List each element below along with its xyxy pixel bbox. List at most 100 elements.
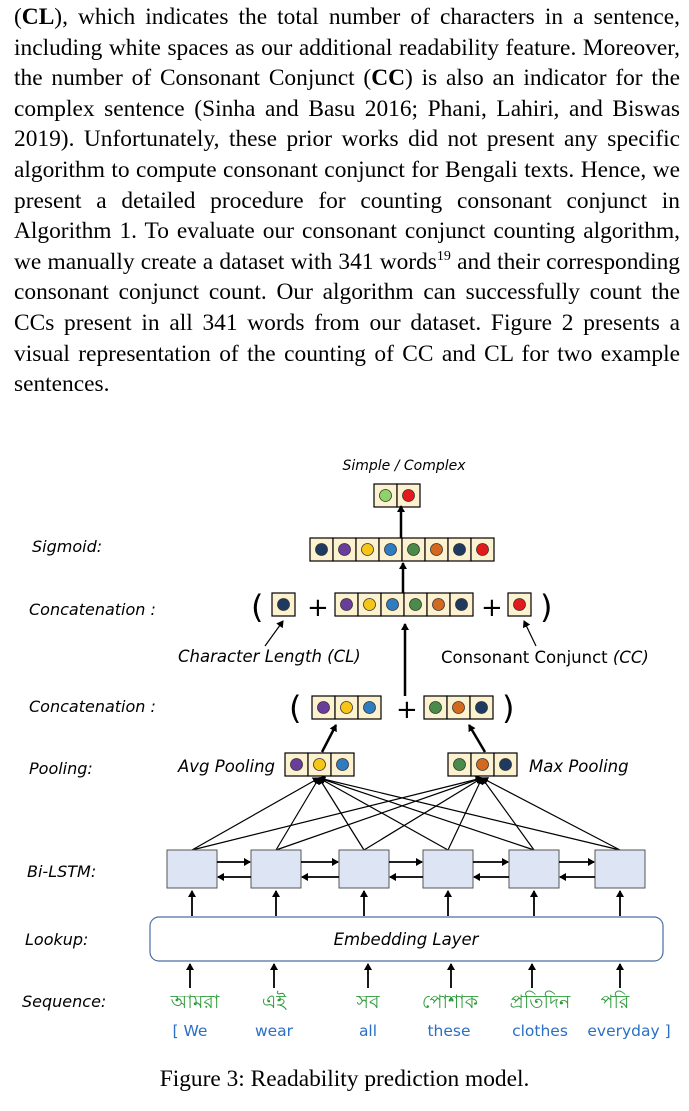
- light_green-dot: [379, 489, 392, 502]
- right-paren-top: ): [540, 588, 552, 626]
- to-max-line: [447, 777, 484, 851]
- bengali-word: পরি: [601, 991, 630, 1013]
- embedding-layer-label: Embedding Layer: [334, 930, 480, 949]
- english-word: these: [427, 1022, 470, 1040]
- english-word: all: [359, 1022, 377, 1040]
- to-avg-line: [318, 775, 621, 851]
- arrow-max-to-concat: [467, 724, 487, 753]
- yellow-dot: [340, 701, 353, 714]
- label-concatenation-top: Concatenation :: [29, 600, 156, 619]
- bengali-word: এই: [262, 991, 287, 1013]
- max-pooling-cells: [447, 752, 518, 777]
- lstm-cell: [338, 849, 390, 889]
- cl-label: Character Length (CL): [178, 647, 361, 666]
- purple-dot: [290, 758, 303, 771]
- purple-dot: [340, 598, 353, 611]
- orange-dot: [430, 543, 443, 556]
- navy-dot: [277, 598, 290, 611]
- green-dot: [407, 543, 420, 556]
- output-label: Simple / Complex: [342, 458, 466, 474]
- english-word: everyday ]: [587, 1022, 670, 1040]
- yellow-dot: [361, 543, 374, 556]
- navy-dot: [455, 598, 468, 611]
- body-paragraph: (CL), which indicates the total number o…: [14, 4, 680, 398]
- concat-mid-right-cells: [423, 695, 494, 720]
- english-word: clothes: [512, 1022, 568, 1040]
- label-sigmoid: Sigmoid:: [32, 537, 102, 556]
- bengali-word: আমরা: [170, 991, 220, 1013]
- to-max-line: [481, 777, 535, 851]
- label-concatenation-mid: Concatenation :: [29, 697, 156, 716]
- navy-dot: [453, 543, 466, 556]
- orange-dot: [476, 758, 489, 771]
- blue-dot: [384, 543, 397, 556]
- to-avg-line: [318, 776, 535, 851]
- label-bilstm: Bi-LSTM:: [27, 862, 96, 881]
- bengali-word: সব: [355, 991, 380, 1013]
- yellow-dot: [363, 598, 376, 611]
- right-paren-mid: ): [502, 689, 514, 727]
- lstm-cell: [508, 849, 560, 889]
- bengali-word: পোশাক: [422, 991, 479, 1013]
- label-pooling: Pooling:: [29, 759, 93, 778]
- avg-pooling-cells: [284, 752, 355, 777]
- cl-cell: [271, 592, 296, 617]
- sigmoid-cells: [309, 537, 495, 562]
- blue-dot: [386, 598, 399, 611]
- to-max-line: [191, 775, 483, 851]
- label-sequence: Sequence:: [22, 992, 106, 1011]
- to-avg-line: [191, 777, 320, 851]
- readability-model-diagram: Sigmoid: Concatenation : Concatenation :…: [22, 458, 671, 1040]
- red-dot: [476, 543, 489, 556]
- layer-arrows: [186, 890, 624, 988]
- avg-pooling-label: Avg Pooling: [177, 757, 275, 776]
- concat-top-cells: [334, 592, 474, 617]
- lstm-cell: [166, 849, 218, 889]
- bengali-word: প্রতিদিন: [510, 991, 571, 1013]
- cc-label: Consonant Conjunct (CC): [441, 648, 649, 667]
- lstm-to-pooling-lines: [191, 775, 621, 851]
- navy-dot: [499, 758, 512, 771]
- lstm-cell: [422, 849, 474, 889]
- label-lookup: Lookup:: [25, 930, 88, 949]
- sequence-words: আমরা এই সব পোশাক প্রতিদিন পরি [ We wear all these…: [170, 991, 671, 1040]
- blue-dot: [363, 701, 376, 714]
- to-avg-line: [318, 777, 449, 851]
- plus-mid: +: [396, 695, 418, 725]
- green-dot: [453, 758, 466, 771]
- plus-top-2: +: [481, 593, 503, 623]
- navy-dot: [475, 701, 488, 714]
- bilstm-cells: [166, 849, 646, 889]
- orange-dot: [432, 598, 445, 611]
- lstm-cell: [594, 849, 646, 889]
- red-dot: [513, 598, 526, 611]
- left-paren-top: (: [251, 588, 263, 626]
- to-max-line: [363, 777, 483, 851]
- cc-cell: [507, 592, 532, 617]
- max-pooling-label: Max Pooling: [529, 757, 629, 776]
- yellow-dot: [313, 758, 326, 771]
- arrow-cl-label: [264, 620, 284, 647]
- purple-dot: [338, 543, 351, 556]
- output-cells: [373, 483, 421, 508]
- lstm-cell: [250, 849, 302, 889]
- embedding-layer-box: [149, 916, 664, 962]
- footnote-marker: 19: [436, 248, 451, 264]
- green-dot: [409, 598, 422, 611]
- arrow-cc-label: [522, 620, 537, 647]
- plus-top-1: +: [307, 593, 329, 623]
- english-word: wear: [255, 1022, 294, 1040]
- green-dot: [429, 701, 442, 714]
- to-avg-line: [318, 777, 365, 851]
- to-max-line: [481, 777, 621, 851]
- orange-dot: [452, 701, 465, 714]
- english-word: [ We: [173, 1022, 208, 1040]
- figure-caption: Figure 3: Readability prediction model.: [159, 1066, 530, 1092]
- navy-dot: [315, 543, 328, 556]
- concat-mid-left-cells: [311, 695, 382, 720]
- red-dot: [402, 489, 415, 502]
- left-paren-mid: (: [289, 689, 301, 727]
- arrow-avg-to-concat: [320, 724, 338, 753]
- to-max-line: [275, 776, 483, 851]
- purple-dot: [317, 701, 330, 714]
